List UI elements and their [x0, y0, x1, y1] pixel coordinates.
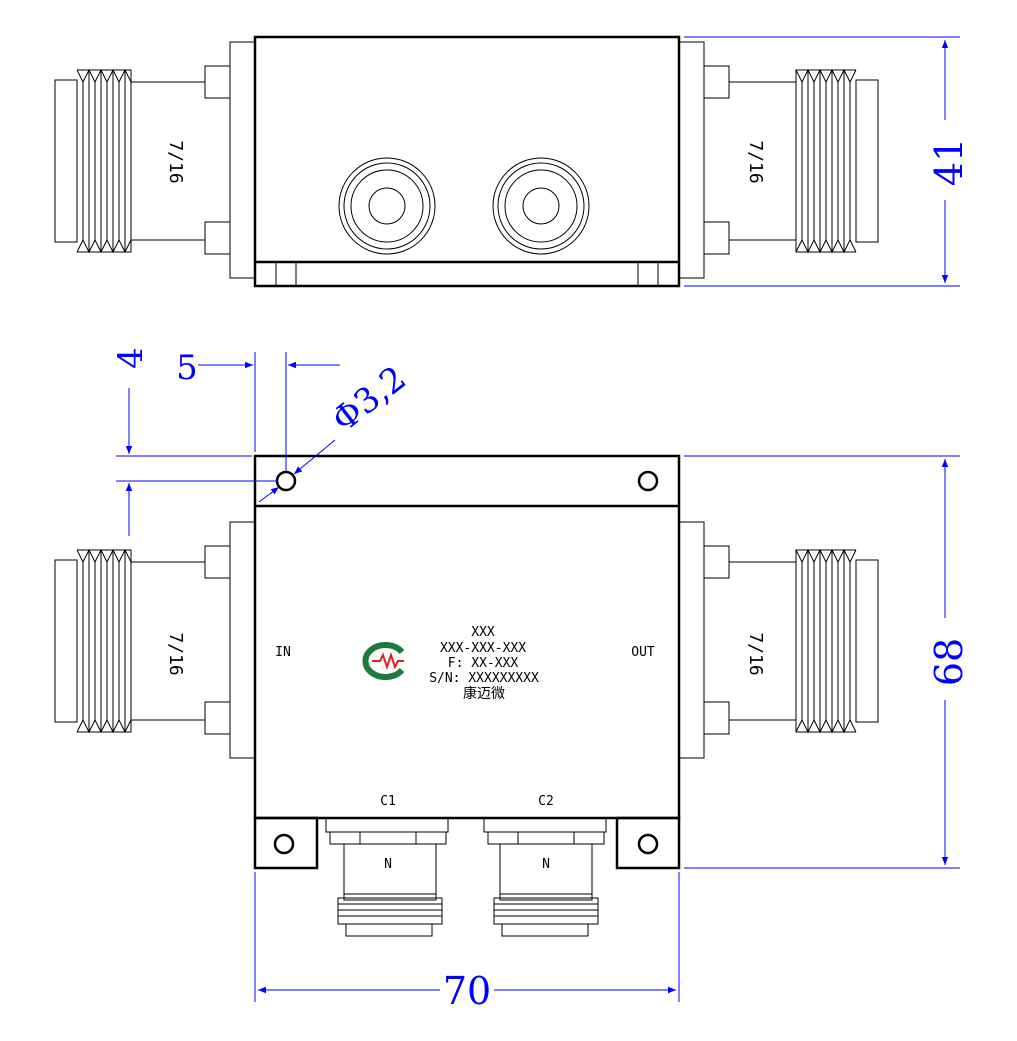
top-connector-right: 7/16	[678, 41, 879, 279]
top-body-outline	[253, 35, 681, 288]
dim-41: 41	[684, 36, 971, 287]
nameplate-line5: 康迈微	[463, 685, 505, 702]
front-connector-right-label: 7/16	[745, 632, 766, 675]
dim-68-label: 68	[927, 638, 971, 686]
front-body-outline	[253, 454, 681, 820]
top-port-left	[338, 157, 436, 255]
out-label: OUT	[631, 645, 655, 660]
bottom-connector-c1: N	[325, 817, 449, 937]
top-view: 7/16 7/16	[54, 35, 971, 288]
port-c1-label: C1	[380, 794, 396, 809]
bottom-connector-c2: N	[483, 817, 607, 937]
n-label-right: N	[542, 857, 550, 872]
top-port-right	[492, 157, 590, 255]
dim-41-label: 41	[927, 138, 971, 186]
front-connector-left-label: 7/16	[165, 632, 186, 675]
in-label: IN	[275, 645, 291, 660]
mount-tab-right	[615, 816, 681, 870]
mount-hole-bottom-left	[273, 833, 295, 855]
front-connector-right: 7/16	[678, 521, 879, 759]
mount-tab-left	[253, 816, 319, 870]
front-connector-left: 7/16	[54, 521, 256, 759]
company-logo	[362, 642, 405, 680]
dim-diameter-label: Φ3,2	[325, 358, 414, 440]
mount-hole-top-right	[637, 470, 659, 492]
dim-4-label: 4	[111, 347, 151, 369]
nameplate-line1: XXX	[471, 625, 495, 640]
n-label-left: N	[384, 857, 392, 872]
top-connector-left-label: 7/16	[165, 140, 186, 183]
nameplate-line3: F: XX-XXX	[448, 656, 519, 671]
dimensions: 5 4 Φ3,2 68 70	[111, 347, 971, 1013]
dim-70-label: 70	[443, 969, 491, 1013]
port-c2-label: C2	[538, 794, 554, 809]
top-connector-left: 7/16	[54, 41, 256, 279]
mount-hole-bottom-right	[637, 833, 659, 855]
top-connector-right-label: 7/16	[745, 140, 766, 183]
mount-hole-top-left	[275, 470, 297, 492]
front-view: N N	[54, 454, 879, 937]
nameplate-line2: XXX-XXX-XXX	[440, 641, 526, 656]
nameplate-line4: S/N: XXXXXXXXX	[429, 671, 539, 686]
dim-5-label: 5	[176, 348, 198, 388]
